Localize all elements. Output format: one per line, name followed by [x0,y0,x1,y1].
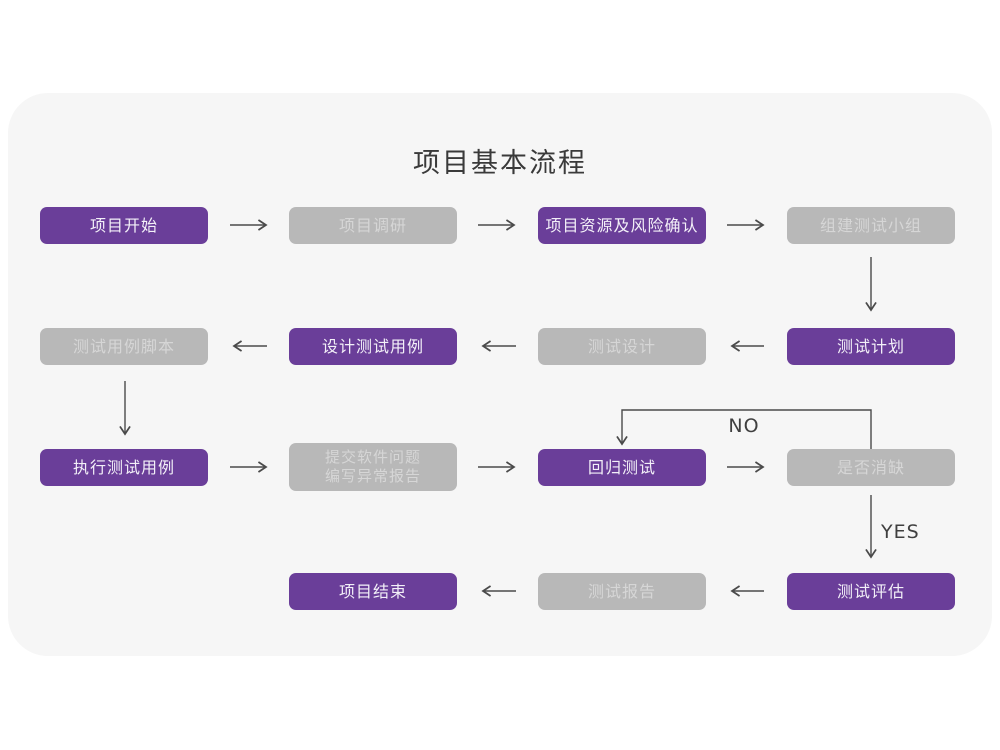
node-label: 项目调研 [338,215,407,235]
node-submit-issues: 提交软件问题 编写异常报告 [289,443,457,491]
node-label: 测试用例脚本 [72,336,175,356]
node-project-start: 项目开始 [40,207,208,244]
node-label: 是否消缺 [836,457,905,477]
node-build-test-team: 组建测试小组 [787,207,955,244]
node-test-design: 测试设计 [538,328,706,365]
node-label: 测试计划 [836,336,905,356]
node-test-evaluation: 测试评估 [787,573,955,610]
node-defect-cleared: 是否消缺 [787,449,955,486]
node-label-line1: 提交软件问题 [324,448,421,466]
node-design-test-cases: 设计测试用例 [289,328,457,365]
node-execute-test-cases: 执行测试用例 [40,449,208,486]
yes-branch-label: YES [881,521,920,543]
node-label: 测试报告 [587,581,656,601]
no-branch-label: NO [728,415,760,437]
node-label: 测试设计 [587,336,656,356]
node-regression-test: 回归测试 [538,449,706,486]
node-test-plan: 测试计划 [787,328,955,365]
node-label: 设计测试用例 [321,336,424,356]
page-title: 项目基本流程 [413,148,587,179]
node-test-case-script: 测试用例脚本 [40,328,208,365]
node-project-research: 项目调研 [289,207,457,244]
node-project-end: 项目结束 [289,573,457,610]
node-label: 回归测试 [587,457,656,477]
node-label: 组建测试小组 [819,215,922,235]
node-label: 执行测试用例 [72,457,175,477]
node-test-report: 测试报告 [538,573,706,610]
flowchart-card [8,93,992,656]
node-label: 测试评估 [836,581,905,601]
node-resource-risk-confirm: 项目资源及风险确认 [538,207,706,244]
node-label-line2: 编写异常报告 [324,467,421,485]
node-label: 项目开始 [89,215,158,235]
node-label: 项目资源及风险确认 [545,215,699,235]
node-label: 项目结束 [338,581,407,601]
